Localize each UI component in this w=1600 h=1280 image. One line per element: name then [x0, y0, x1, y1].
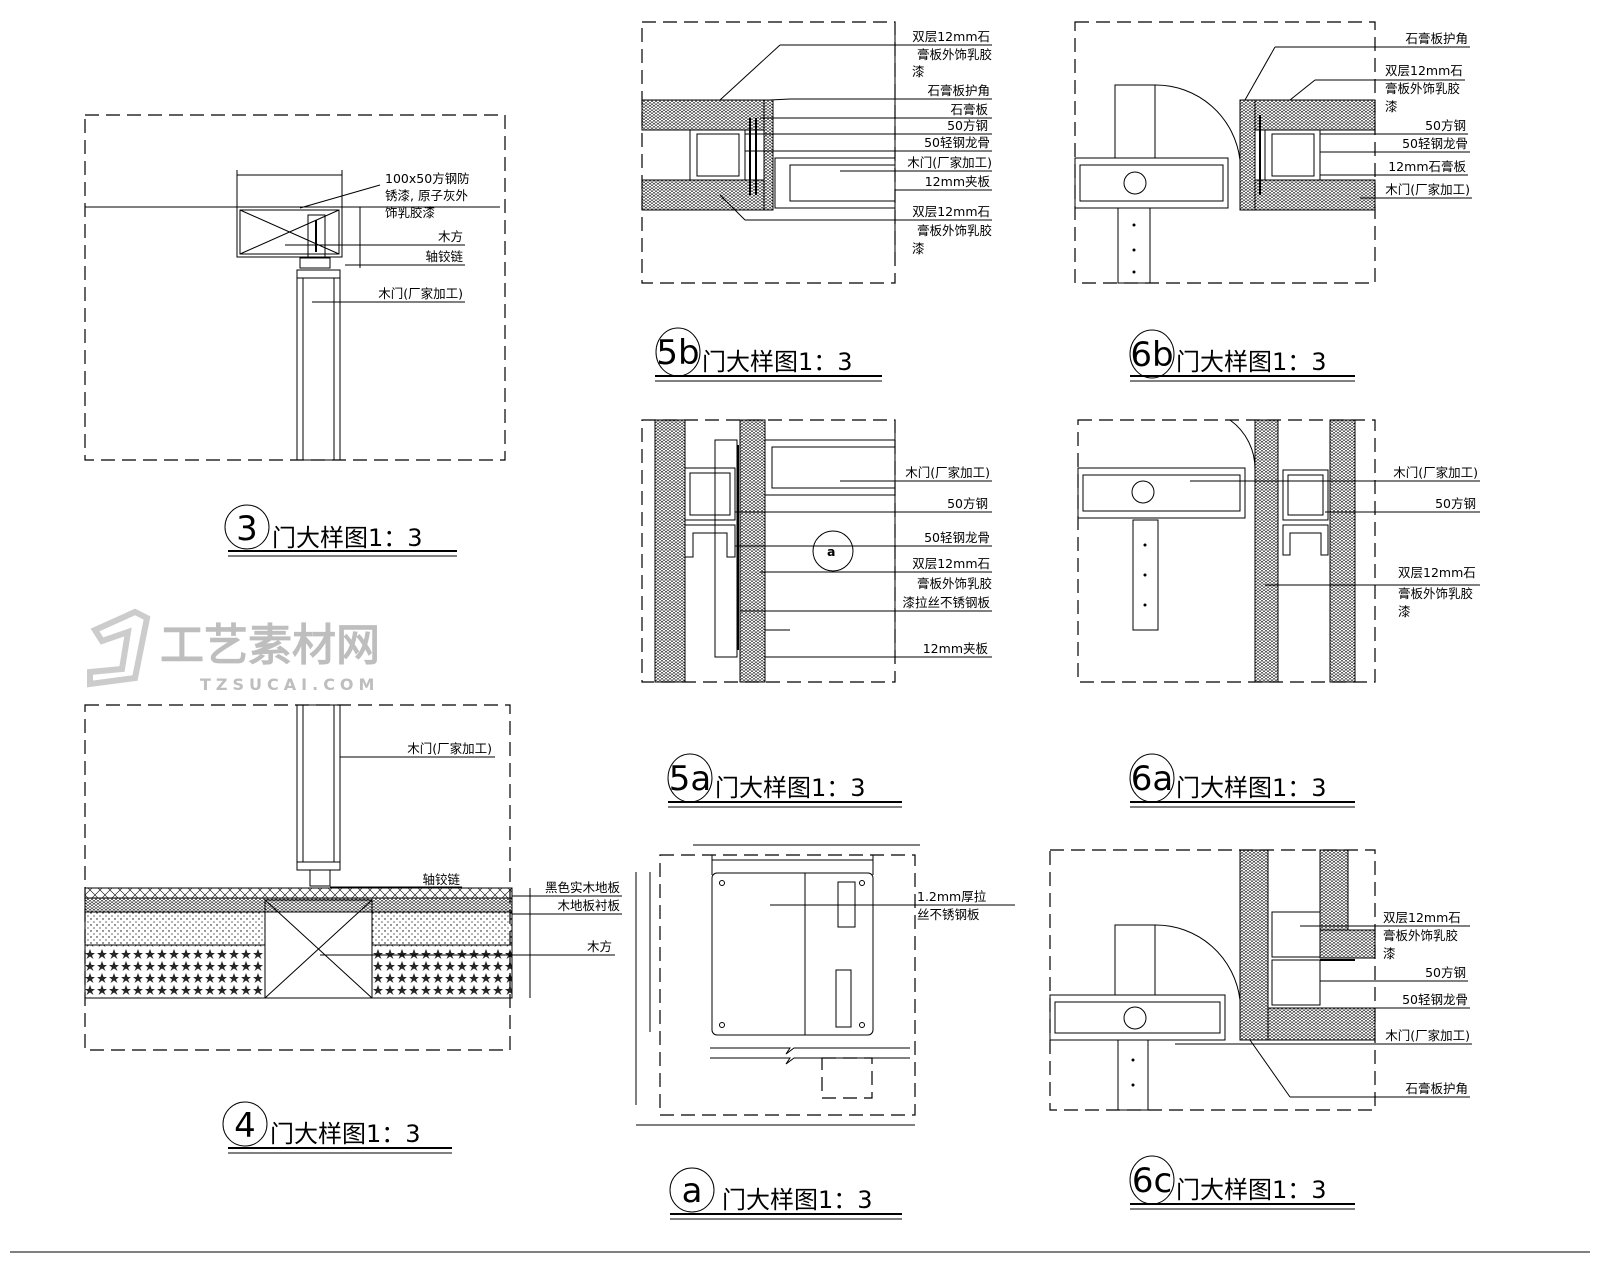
label: 漆 — [912, 64, 925, 79]
detail-number: 6b — [1130, 335, 1173, 375]
detail-3: 100x50方钢防 锈漆, 原子灰外 饰乳胶漆 木方 轴铰链 木门(厂家加工) … — [84, 114, 506, 557]
label: 饰乳胶漆 — [385, 205, 435, 220]
label: 50方钢 — [947, 496, 988, 511]
detail-6b: 石膏板护角 双层12mm石 膏板外饰乳胶 漆 50方钢 50轻钢龙骨 12mm石… — [1074, 21, 1472, 382]
label: 黑色实木地板 — [545, 880, 621, 895]
label: 漆 — [1383, 946, 1396, 961]
label: 木门(厂家加工) — [1385, 1028, 1470, 1043]
detail-a: 1.2mm厚拉 丝不锈钢板 a 门大样图1：3 — [635, 844, 1015, 1220]
label: 木门(厂家加工) — [1393, 465, 1478, 480]
label: 木门(厂家加工) — [907, 155, 992, 170]
detail-title: 4 门大样图1：3 — [222, 1101, 452, 1154]
label: 漆 — [1385, 99, 1398, 114]
label: 1.2mm厚拉 — [917, 889, 987, 904]
label: 木门(厂家加工) — [905, 465, 990, 480]
label: 50方钢 — [1435, 496, 1476, 511]
label: 膏板外饰乳胶 — [1383, 928, 1458, 943]
label: 50轻钢龙骨 — [924, 135, 990, 150]
detail-title: 6a 门大样图1：3 — [1129, 753, 1355, 808]
label: 50轻钢龙骨 — [1402, 136, 1468, 151]
label: 漆拉丝不锈钢板 — [902, 595, 990, 610]
label: 石膏板护角 — [1405, 31, 1468, 46]
label: 锈漆, 原子灰外 — [385, 188, 468, 203]
label: 双层12mm石 — [1383, 910, 1461, 925]
label: 轴铰链 — [422, 872, 460, 887]
detail-number: 6a — [1131, 759, 1173, 799]
label: 木门(厂家加工) — [378, 286, 463, 301]
label: 石膏板 — [950, 102, 988, 117]
label: 12mm石膏板 — [1388, 159, 1466, 174]
detail-title-text: 门大样图1：3 — [270, 1120, 421, 1148]
detail-6a: 木门(厂家加工) 50方钢 双层12mm石 膏板外饰乳胶 漆 6a 门大样图1：… — [1077, 419, 1480, 808]
label: 膏板外饰乳胶 — [1398, 586, 1473, 601]
label: 双层12mm石 — [1398, 565, 1476, 580]
label: 木地板衬板 — [557, 898, 620, 913]
label: 膏板外饰乳胶 — [917, 576, 992, 591]
detail-title: 6c 门大样图1：3 — [1129, 1155, 1355, 1210]
detail-title-text: 门大样图1：3 — [722, 1186, 873, 1214]
detail-title-text: 门大样图1：3 — [702, 348, 853, 376]
detail-5a: a 木门(厂家加工) 50方钢 50轻钢龙骨 双层12mm石 膏板外饰乳胶 漆拉… — [641, 419, 992, 808]
detail-number: 5b — [656, 333, 699, 373]
detail-6c: 双层12mm石 膏板外饰乳胶 漆 50方钢 50轻钢龙骨 木门(厂家加工) 石膏… — [1049, 849, 1472, 1210]
detail-number: 4 — [234, 1106, 256, 1146]
label: 双层12mm石 — [912, 29, 990, 44]
label: 丝不锈钢板 — [917, 907, 980, 922]
label: 12mm夹板 — [925, 174, 991, 189]
label: 12mm夹板 — [923, 641, 989, 656]
watermark-url: TZSUCAI.COM — [200, 675, 379, 694]
label: 50方钢 — [1425, 965, 1466, 980]
watermark: 工艺素材网 TZSUCAI.COM — [87, 608, 380, 694]
detail-title: 5a 门大样图1：3 — [667, 753, 902, 808]
watermark-logo-icon — [87, 608, 151, 688]
watermark-text: 工艺素材网 — [160, 620, 380, 671]
label: 木门(厂家加工) — [1385, 182, 1470, 197]
detail-title: 3 门大样图1：3 — [224, 504, 457, 557]
detail-title-text: 门大样图1：3 — [1176, 348, 1327, 376]
label: 木门(厂家加工) — [407, 741, 492, 756]
detail-number: 3 — [236, 509, 258, 549]
label: 50轻钢龙骨 — [924, 530, 990, 545]
detail-5b: 双层12mm石 膏板外饰乳胶 漆 石膏板护角 石膏板 50方钢 50轻钢龙骨 木… — [641, 21, 992, 382]
detail-title: 5b 门大样图1：3 — [655, 327, 882, 382]
label: 双层12mm石 — [912, 556, 990, 571]
detail-4: 木门(厂家加工) 轴铰链 黑色实木地板 木地板衬板 木方 4 门大样图1：3 — [84, 704, 622, 1154]
detail-title: a 门大样图1：3 — [669, 1167, 902, 1220]
detail-number: 5a — [669, 759, 711, 799]
label: 石膏板护角 — [927, 83, 990, 98]
detail-number: 6c — [1132, 1161, 1172, 1201]
label: 双层12mm石 — [912, 204, 990, 219]
detail-title-text: 门大样图1：3 — [715, 774, 866, 802]
detail-title-text: 门大样图1：3 — [272, 524, 423, 552]
label: 轴铰链 — [425, 249, 463, 264]
label: 木方 — [438, 229, 463, 244]
label: 漆 — [912, 241, 925, 256]
detail-title-text: 门大样图1：3 — [1176, 774, 1327, 802]
label: 木方 — [587, 939, 612, 954]
label: 50方钢 — [947, 118, 988, 133]
label: 漆 — [1398, 604, 1411, 619]
detail-title: 6b 门大样图1：3 — [1129, 329, 1355, 382]
detail-number: a — [682, 1171, 703, 1211]
label: 膏板外饰乳胶 — [917, 223, 992, 238]
label: 50方钢 — [1425, 118, 1466, 133]
callout-a: a — [827, 544, 835, 559]
label: 50轻钢龙骨 — [1402, 992, 1468, 1007]
detail-title-text: 门大样图1：3 — [1176, 1176, 1327, 1204]
label: 双层12mm石 — [1385, 63, 1463, 78]
label: 100x50方钢防 — [385, 171, 470, 186]
label: 膏板外饰乳胶 — [1385, 81, 1460, 96]
label: 膏板外饰乳胶 — [917, 47, 992, 62]
label: 石膏板护角 — [1405, 1081, 1468, 1096]
